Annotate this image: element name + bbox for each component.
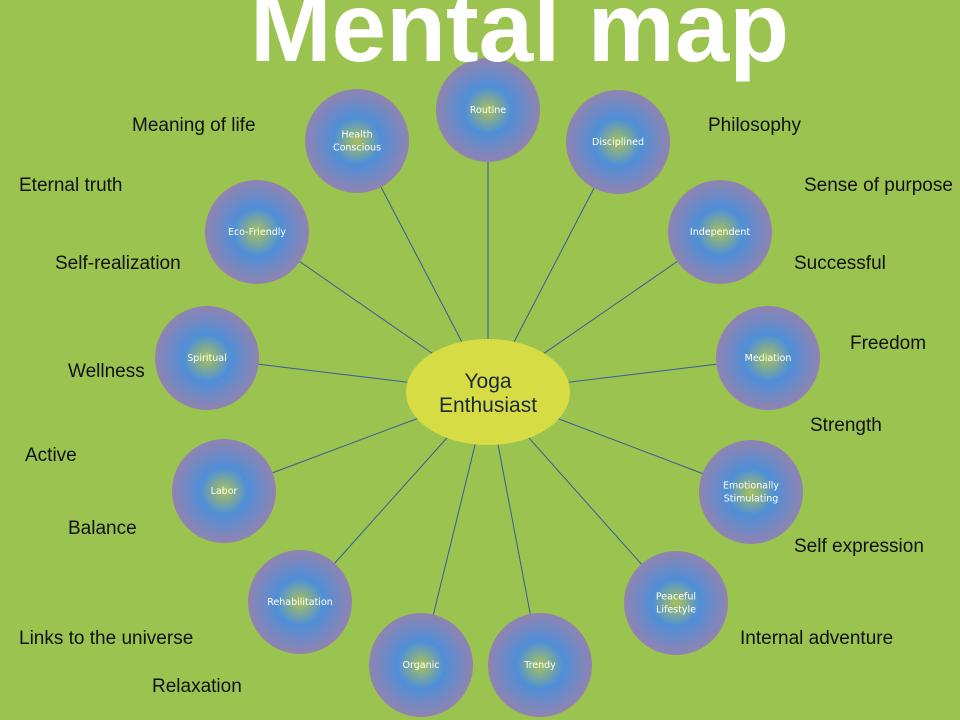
concept-node-circle (488, 613, 592, 717)
concept-node-label: Independent (690, 227, 750, 238)
concept-node-label: Mediation (745, 353, 792, 364)
concept-node: Spiritual (155, 306, 259, 410)
label-wellness: Wellness (68, 361, 145, 382)
concept-nodes: RoutineDisciplinedIndependentMediationEm… (155, 58, 820, 717)
label-meaning-of-life: Meaning of life (132, 115, 256, 136)
concept-node: Trendy (488, 613, 592, 717)
concept-node-label: Rehabilitation (267, 597, 333, 608)
concept-node-circle (668, 180, 772, 284)
connector-line (543, 261, 678, 354)
connector-line (558, 418, 703, 474)
concept-node-circle (205, 180, 309, 284)
concept-node-label: Disciplined (592, 137, 644, 148)
connector-line (258, 363, 408, 383)
connector-lines (258, 162, 717, 615)
label-self-expression: Self expression (794, 536, 924, 557)
concept-node-label: Conscious (333, 143, 381, 154)
concept-node-circle (155, 306, 259, 410)
label-sense-of-purpose: Sense of purpose (804, 175, 953, 196)
label-strength: Strength (810, 415, 882, 436)
connector-line (528, 437, 642, 565)
connector-line (568, 363, 717, 383)
label-philosophy: Philosophy (708, 115, 801, 136)
concept-node-circle (716, 306, 820, 410)
label-relaxation: Relaxation (152, 676, 242, 697)
concept-node-circle (172, 439, 276, 543)
concept-node-label: Lifestyle (656, 605, 696, 616)
concept-node-label: Organic (403, 660, 440, 671)
concept-node-label: Peaceful (656, 592, 696, 603)
concept-node-circle (699, 440, 803, 544)
label-internal-adventure: Internal adventure (740, 628, 894, 649)
label-balance: Balance (68, 518, 137, 539)
label-self-realization: Self-realization (55, 253, 181, 274)
connector-line (299, 261, 433, 354)
page-title: Mental map (250, 0, 790, 82)
concept-node-label: Stimulating (724, 494, 779, 505)
concept-node: Mediation (716, 306, 820, 410)
center-label: Enthusiast (439, 394, 537, 417)
label-links-to-the-universe: Links to the universe (19, 628, 194, 649)
connector-line (497, 444, 531, 615)
label-eternal-truth: Eternal truth (19, 175, 123, 196)
concept-node-label: Health (341, 130, 372, 141)
concept-node-circle (369, 613, 473, 717)
concept-node-circle (624, 551, 728, 655)
connector-line (272, 418, 418, 474)
concept-node-circle (248, 550, 352, 654)
connector-line (513, 187, 595, 342)
connector-line (380, 186, 463, 343)
label-freedom: Freedom (850, 333, 927, 354)
label-successful: Successful (794, 253, 886, 274)
concept-node: Rehabilitation (248, 550, 352, 654)
concept-node-label: Emotionally (723, 481, 779, 492)
label-active: Active (25, 445, 77, 466)
concept-node-label: Trendy (523, 660, 556, 671)
concept-node: Eco-Friendly (205, 180, 309, 284)
concept-node: Organic (369, 613, 473, 717)
concept-node-circle (305, 89, 409, 193)
concept-node-label: Labor (211, 486, 238, 497)
concept-node: Labor (172, 439, 276, 543)
concept-node: Disciplined (566, 90, 670, 194)
connector-line (334, 437, 448, 564)
connector-line (432, 444, 476, 615)
concept-node-label: Eco-Friendly (228, 227, 286, 238)
concept-node-label: Routine (470, 105, 506, 116)
center-ellipse (406, 339, 570, 445)
concept-node: Independent (668, 180, 772, 284)
concept-node-label: Spiritual (187, 353, 226, 364)
concept-node: Routine (436, 58, 540, 162)
center-label: Yoga (464, 370, 511, 393)
concept-node-circle (436, 58, 540, 162)
concept-node-circle (566, 90, 670, 194)
